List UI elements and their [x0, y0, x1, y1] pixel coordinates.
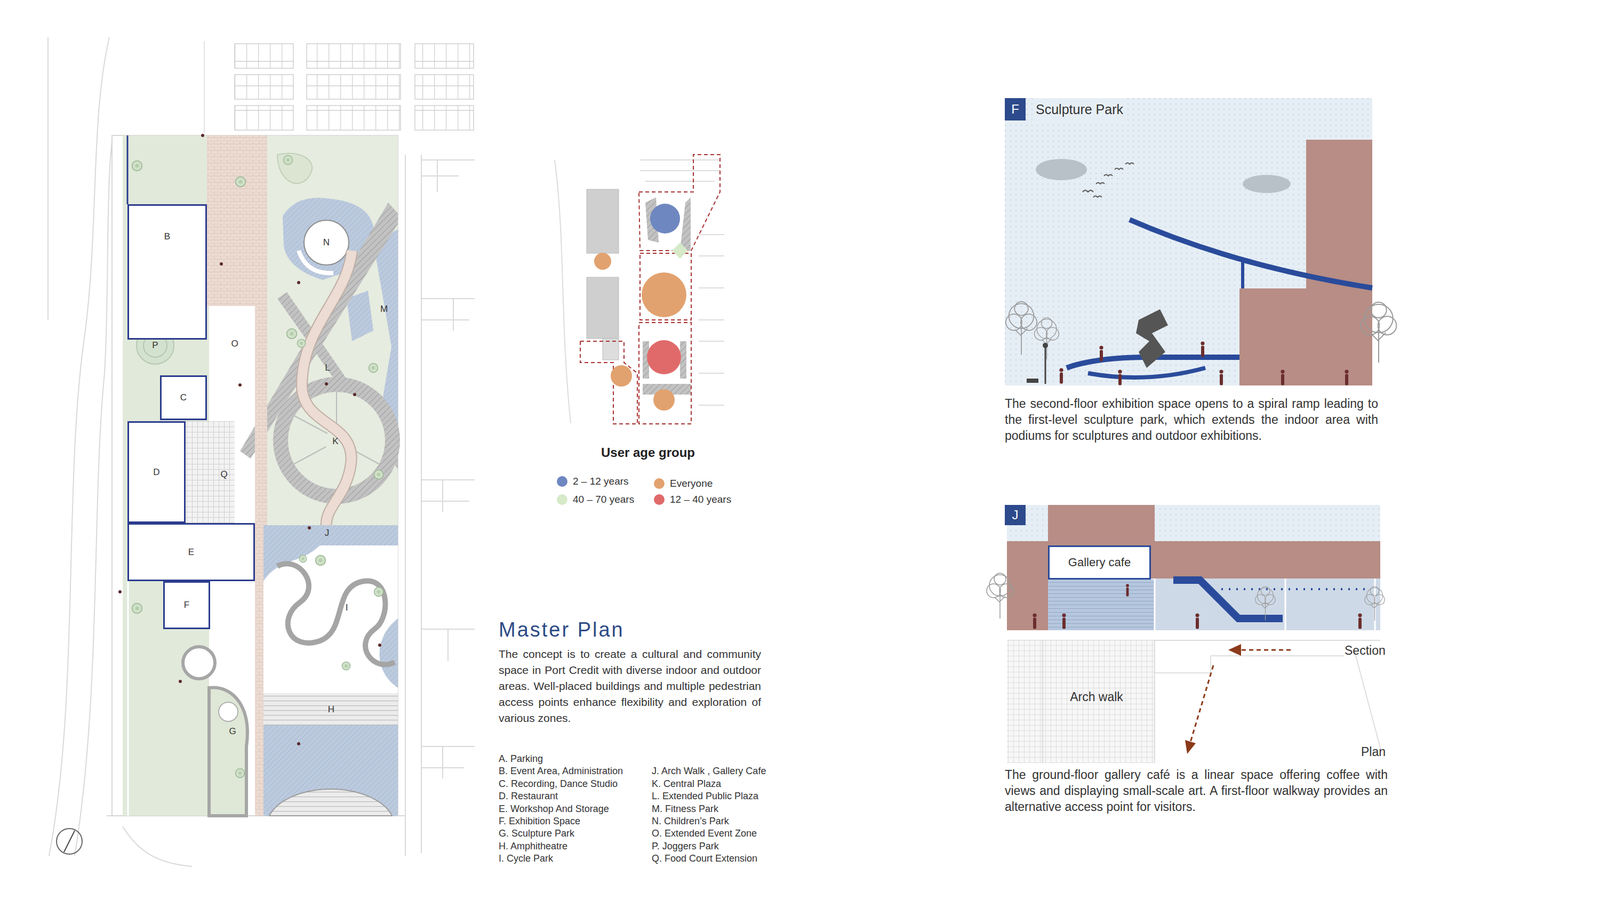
section-panel: F Sculpture Park	[1004, 98, 1373, 386]
key-entry: G. Sculpture Park	[498, 828, 575, 840]
zone-letter: O	[230, 338, 238, 350]
plan-title: Master Plan	[498, 618, 625, 642]
gallery-cafe-section	[986, 505, 1385, 764]
cafe-box: Gallery cafe	[1048, 545, 1151, 580]
building-box: B	[127, 204, 207, 340]
zone-letter: P	[152, 340, 158, 351]
master-plan-site	[56, 133, 398, 855]
zone-letter: K	[332, 436, 339, 447]
key-entry: Q. Food Court Extension	[651, 853, 758, 865]
key-entry: I. Cycle Park	[498, 853, 554, 865]
panel-badge: F	[1004, 98, 1026, 121]
zone-letter: Gallery cafe	[1065, 555, 1134, 570]
zone-letter: F	[184, 600, 190, 611]
zone-letter: D	[153, 467, 160, 478]
legend-text: 2 – 12 years	[572, 475, 629, 488]
drawing-label: Section	[1344, 643, 1386, 659]
section-description: The ground-floor gallery café is a linea…	[1004, 766, 1388, 815]
legend-text: 12 – 40 years	[669, 493, 732, 507]
legend-heading: User age group	[601, 445, 695, 461]
key-entry: M. Fitness Park	[651, 803, 719, 815]
zone-letter: L	[324, 362, 330, 374]
concept-paragraph: The concept is to create a cultural and …	[498, 646, 762, 727]
key-entry: H. Amphitheatre	[498, 841, 568, 853]
section-panel: J Gallery cafe	[1004, 505, 1381, 631]
building-box: D	[127, 421, 186, 524]
key-entry: A. Parking	[498, 753, 543, 765]
drawing-label: Plan	[1361, 745, 1386, 760]
zone-letter: J	[324, 528, 330, 539]
user-age-diagram	[554, 154, 725, 424]
key-entry: J. Arch Walk , Gallery Cafe	[651, 765, 766, 778]
building-box: C	[160, 375, 207, 421]
zone-letter: I	[345, 602, 349, 614]
building-box: F	[163, 581, 211, 630]
drawing-label: Arch walk	[1069, 690, 1124, 705]
zone-letter: B	[164, 231, 171, 243]
key-entry: F. Exhibition Space	[498, 816, 581, 828]
building-box: E	[127, 523, 255, 582]
legend-text: Everyone	[669, 477, 713, 491]
legend-swatch	[653, 494, 665, 506]
legend-swatch	[653, 478, 665, 490]
legend-text: 40 – 70 years	[572, 493, 635, 507]
key-entry: B. Event Area, Administration	[498, 765, 623, 778]
parking-lot	[204, 41, 474, 133]
key-entry: N. Children’s Park	[651, 816, 730, 828]
key-entry: K. Central Plaza	[651, 778, 722, 790]
section-description: The second-floor exhibition space opens …	[1004, 395, 1379, 444]
key-entry: D. Restaurant	[498, 790, 558, 803]
zone-letter: E	[188, 547, 195, 558]
zone-letter: G	[228, 726, 236, 738]
zone-letter: H	[328, 704, 335, 716]
panel-heading: Sculpture Park	[1033, 98, 1126, 121]
legend-swatch	[556, 476, 568, 487]
key-entry: O. Extended Event Zone	[651, 828, 757, 840]
zone-letter: M	[380, 304, 388, 315]
legend-swatch	[556, 494, 568, 506]
zone-letter: Q	[220, 469, 228, 480]
key-entry: L. Extended Public Plaza	[651, 790, 759, 803]
zone-letter: C	[180, 392, 187, 404]
key-entry: C. Recording, Dance Studio	[498, 778, 618, 790]
zone-letter: N	[323, 237, 330, 248]
sculpture-park-section	[1004, 98, 1397, 386]
key-entry: P. Joggers Park	[651, 841, 719, 853]
key-entry: E. Workshop And Storage	[498, 803, 610, 815]
panel-badge: J	[1004, 505, 1026, 526]
context-roads	[48, 37, 475, 867]
